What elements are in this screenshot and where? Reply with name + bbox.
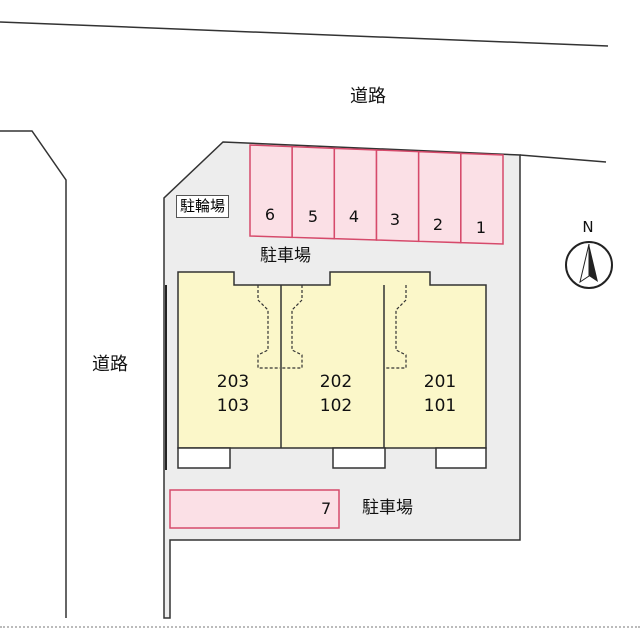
parking-stall-7 [169,489,340,529]
road-left-edge [0,130,67,618]
balcony-201 [435,447,487,469]
stall-number-7: 7 [321,499,332,518]
bottom-dotted-border [0,626,640,628]
compass-north-arrow [565,241,613,289]
building-outline [177,271,487,449]
parking-label-bottom: 駐車場 [362,498,413,518]
stall-number: 1 [475,218,487,237]
room-number-lower: 103 [216,396,250,416]
road-right-edge [519,154,607,163]
stair-outline-201 [384,285,407,369]
unit-label-left: 203 103 [193,370,273,418]
road-top-edge [0,21,609,47]
room-number-lower: 101 [423,396,457,416]
bicycle-parking-label: 駐輪場 [176,195,230,218]
stair-outline-203 [257,285,280,369]
stall-number: 3 [389,210,401,229]
parking-stall-4 [333,147,378,241]
balcony-202 [332,447,386,469]
parking-stall-1 [460,152,504,245]
stall-number: 4 [348,207,360,226]
unit-label-right: 201 101 [400,370,480,418]
road-label-top: 道路 [350,86,386,107]
room-number-upper: 201 [423,372,457,392]
stall-number: 5 [307,207,319,226]
stair-outline-202 [281,285,303,369]
unit-label-center: 202 102 [296,370,376,418]
balcony-203 [177,447,231,469]
stall-number: 2 [432,215,444,234]
stall-number: 6 [264,205,276,224]
apartment-building [177,271,487,469]
road-label-left: 道路 [92,354,128,375]
parking-label-top: 駐車場 [260,246,311,266]
compass-n-label: N [582,218,594,236]
room-number-upper: 203 [216,372,250,392]
room-number-lower: 102 [319,396,353,416]
parking-top-stalls [249,144,504,245]
room-number-upper: 202 [319,372,353,392]
